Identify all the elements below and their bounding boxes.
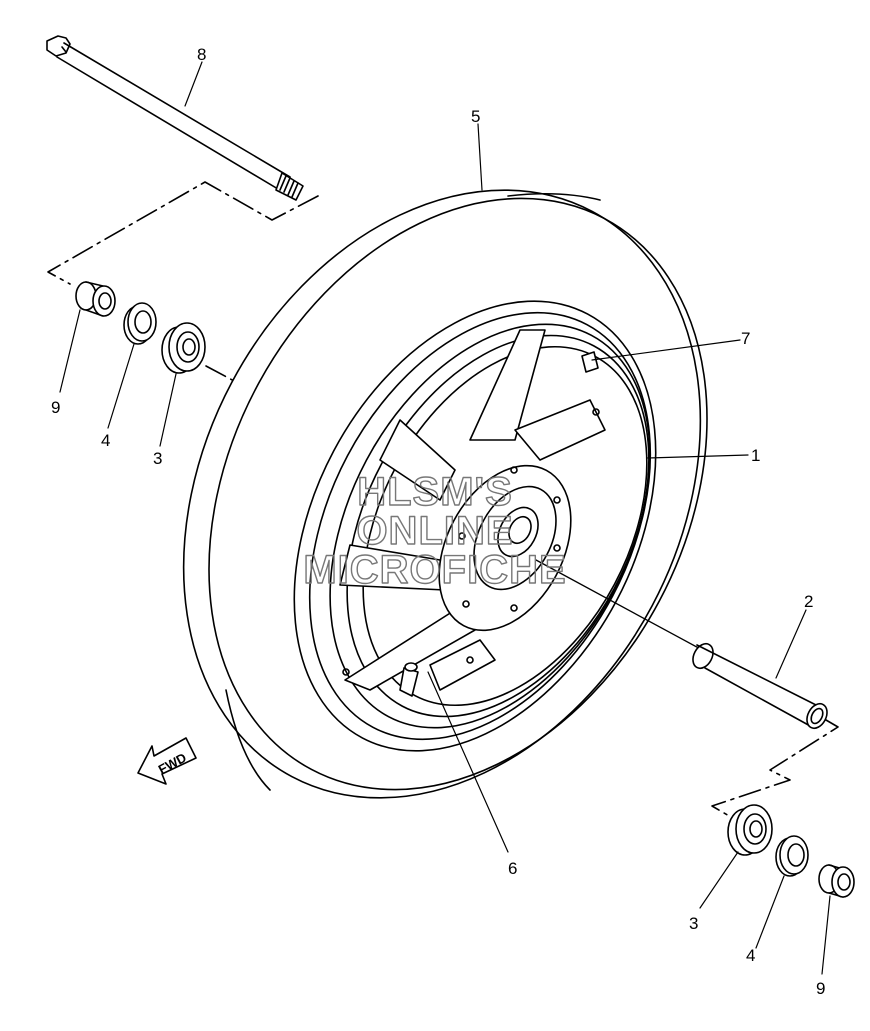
callout-1: 1	[751, 446, 760, 465]
collar-left	[75, 281, 116, 317]
watermark-line3: MICROFICHE	[303, 548, 566, 592]
bearing-left	[161, 322, 206, 374]
air-valve	[399, 662, 419, 697]
bearing-right	[727, 804, 773, 856]
wheel-hub	[342, 408, 600, 676]
callout-2: 2	[804, 592, 813, 611]
callout-9-right: 9	[816, 979, 825, 998]
balance-weight	[581, 351, 599, 373]
callout-7: 7	[741, 329, 750, 348]
callout-3-left: 3	[153, 449, 162, 468]
leader-lines	[59, 61, 831, 975]
callout-3-right: 3	[689, 914, 698, 933]
callout-8: 8	[197, 45, 206, 64]
oil-seal-right	[775, 835, 809, 877]
watermark-line1: HLSM'S	[357, 470, 513, 514]
collar-right	[818, 864, 855, 898]
watermark-line2: ONLINE	[356, 509, 513, 553]
callout-4-left: 4	[101, 431, 110, 450]
callout-9-left: 9	[51, 398, 60, 417]
assembly-line-right	[711, 719, 839, 821]
forward-arrow-icon: FWD	[137, 737, 197, 785]
spacer	[535, 559, 828, 730]
watermark: HLSM'S ONLINE MICROFICHE	[303, 469, 567, 592]
front-axle	[46, 35, 304, 201]
oil-seal-left	[123, 302, 157, 345]
callout-6: 6	[508, 859, 517, 878]
wheel-spokes	[339, 329, 606, 691]
assembly-line-left	[47, 181, 319, 285]
callout-5: 5	[471, 107, 480, 126]
callout-4-right: 4	[746, 946, 755, 965]
